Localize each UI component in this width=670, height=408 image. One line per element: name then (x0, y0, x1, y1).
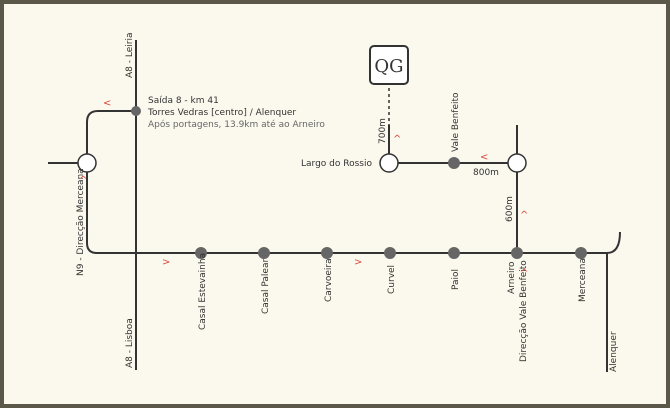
label-arneiro: Arneiro (507, 261, 517, 294)
label-carvoeira: Carvoeira (324, 258, 334, 302)
label-casal-estevainha: Casal Estevainha (198, 253, 208, 330)
stop-arneiro (511, 247, 523, 259)
label-vale-benfeito: Vale Benfeito (451, 92, 461, 152)
qg-logo: QG (369, 45, 409, 85)
label-merceana: Merceana (578, 258, 588, 302)
stop-paiol (448, 247, 460, 259)
label-a8-leiria: A8 - Leiria (125, 33, 135, 78)
stop-vale-benfeito (448, 157, 460, 169)
junction-n9 (77, 153, 97, 173)
arrow-arneiro-up: ^ (520, 268, 528, 279)
label-alenquer: Alenquer (609, 331, 619, 372)
distance-600m: 600m (505, 196, 515, 222)
arrow-main-2: > (354, 257, 362, 268)
n9-connector (86, 110, 136, 154)
label-paiol: Paiol (451, 269, 461, 290)
arrow-600m-up: ^ (520, 210, 528, 221)
label-curvel: Curvel (387, 265, 397, 294)
stop-carvoeira (321, 247, 333, 259)
stop-casal-estevainha (195, 247, 207, 259)
label-a8-lisboa: A8 - Lisboa (125, 318, 135, 368)
label-casal-palear: Casal Palear (261, 259, 271, 314)
stop-curvel (384, 247, 396, 259)
junction-vale-benfeito (507, 153, 527, 173)
label-direction-vale-benfeito: Direcção Vale Benfeito (519, 260, 529, 362)
exit-line1: Saída 8 - km 41 (148, 96, 219, 106)
stop-exit-8 (131, 106, 141, 116)
arrow-exit: < (103, 98, 111, 109)
exit-line2: Torres Vedras [centro] / Alenquer (147, 108, 296, 118)
main-road (86, 172, 621, 254)
stop-casal-palear (258, 247, 270, 259)
stop-merceana (575, 247, 587, 259)
arrow-800m-left: < (480, 152, 488, 163)
exit-line3: Após portagens, 13.9km até ao Arneiro (148, 119, 325, 130)
arrow-n9: ^ (79, 175, 87, 186)
label-n9: N9 - Direcção Merceana (76, 168, 86, 276)
distance-800m: 800m (473, 168, 499, 178)
qg-logo-text: QG (374, 56, 403, 77)
label-largo-do-rossio: Largo do Rossio (301, 159, 372, 169)
distance-700m: 700m (378, 118, 388, 144)
arrow-700m-up: ^ (393, 134, 401, 145)
junction-largo-do-rossio (379, 153, 399, 173)
arrow-main-1: > (162, 257, 170, 268)
